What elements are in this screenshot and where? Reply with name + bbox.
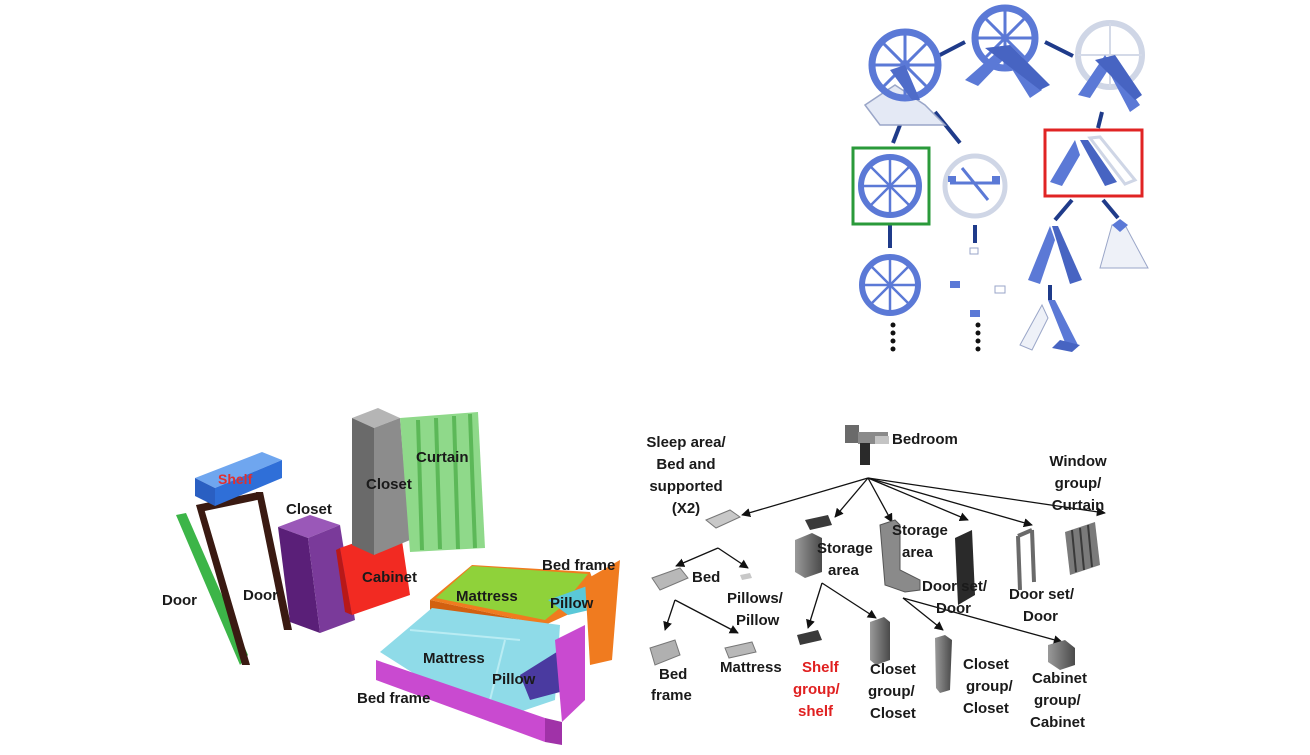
- storage-area-2-icon: [879, 519, 921, 593]
- bed-frame-icon: [649, 639, 681, 666]
- node-bed: Bed: [692, 569, 720, 586]
- node-shelf-group-line2: group/: [793, 681, 840, 698]
- cabinet-box: [336, 527, 410, 615]
- door-left-panel: [176, 513, 248, 665]
- door-frame: [196, 492, 292, 665]
- shelf-box: [195, 452, 282, 506]
- legs-level-3: [1028, 219, 1149, 284]
- continuation-dots: [890, 322, 981, 352]
- selected-group-green-box: [851, 146, 931, 226]
- ferris-wheel-legs-highlight: [1075, 20, 1145, 112]
- closet-tall-box: [352, 408, 410, 555]
- root-arrows: [663, 477, 1106, 645]
- selected-group-red-box: [1043, 128, 1144, 198]
- scene-label-bed-frame-top: Bed frame: [542, 557, 615, 574]
- ferris-wheel-hierarchy: [851, 4, 1149, 352]
- curtain-shape: [400, 412, 485, 552]
- ferris-wheel-full-2: [965, 4, 1050, 98]
- closet-group-1-icon: [870, 617, 890, 665]
- scene-label-pillow-bottom: Pillow: [492, 671, 536, 688]
- hierarchy-edges: [888, 40, 1120, 300]
- cabinet-group-icon: [1048, 640, 1075, 670]
- hierarchy-node-icons: [649, 509, 1100, 693]
- node-shelf-group-line3: shelf: [798, 703, 834, 720]
- node-bed-frame-line2: frame: [651, 687, 692, 704]
- scene-label-mattress-top: Mattress: [456, 588, 518, 605]
- door-set-2-icon: [1016, 528, 1036, 591]
- node-cabinet-group-line2: group/: [1034, 692, 1081, 709]
- scene-label-pillow-top: Pillow: [550, 595, 594, 612]
- pillows-icon: [740, 573, 752, 580]
- ferris-wheel-full-1: [863, 28, 947, 126]
- node-window-group-line1: Window: [1049, 453, 1107, 470]
- bed-icon: [651, 567, 689, 591]
- wheel-light: [942, 153, 1008, 219]
- node-door-set-2-line2: Door: [1023, 608, 1058, 625]
- node-sleep-area-line4: (X2): [672, 500, 700, 517]
- node-window-group-line2: group/: [1055, 475, 1102, 492]
- hierarchy-labels: Bedroom Sleep area/ Bed and supported (X…: [646, 431, 1107, 731]
- bedroom-hierarchy: Bedroom Sleep area/ Bed and supported (X…: [646, 425, 1107, 731]
- node-closet-group-2-line1: Closet: [963, 656, 1009, 673]
- legs-level-4: [1019, 300, 1080, 352]
- node-bed-frame-line1: Bed: [659, 666, 687, 683]
- bed-top: [430, 560, 620, 665]
- scene-label-curtain: Curtain: [416, 449, 469, 466]
- node-sleep-area-line3: supported: [649, 478, 722, 495]
- closet-group-2-icon: [935, 635, 952, 693]
- window-group-icon: [1065, 522, 1100, 575]
- wheel-level-3: [859, 254, 921, 316]
- scene-label-closet-tall: Closet: [366, 476, 412, 493]
- scene-label-mattress-bottom: Mattress: [423, 650, 485, 667]
- node-window-group-line3: Curtain: [1052, 497, 1105, 514]
- node-cabinet-group-line3: Cabinet: [1030, 714, 1085, 731]
- node-closet-group-1-line3: Closet: [870, 705, 916, 722]
- node-closet-group-2-line3: Closet: [963, 700, 1009, 717]
- node-sleep-area-line2: Bed and: [656, 456, 715, 473]
- node-storage-area-2-line2: area: [902, 544, 934, 561]
- node-closet-group-1-line2: group/: [868, 683, 915, 700]
- node-door-set-1-line1: Door set/: [922, 578, 988, 595]
- node-door-set-1-line2: Door: [936, 600, 971, 617]
- node-storage-area-1-line1: Storage: [817, 540, 873, 557]
- scene-label-closet-left: Closet: [286, 501, 332, 518]
- scene-label-door-left: Door: [162, 592, 197, 609]
- shelf-group-icon: [797, 630, 822, 645]
- door-set-1-icon: [955, 530, 975, 605]
- scene-label-bed-frame-bottom: Bed frame: [357, 690, 430, 707]
- scene-label-cabinet: Cabinet: [362, 569, 417, 586]
- storage-area-1-small-icon: [805, 515, 832, 530]
- scene-label-shelf: Shelf: [218, 471, 253, 487]
- node-shelf-group-line1: Shelf: [802, 659, 840, 676]
- node-closet-group-2-line2: group/: [966, 678, 1013, 695]
- bedroom-scene: Shelf Closet Closet Curtain Door Door Ca…: [162, 408, 620, 745]
- scene-label-door-right: Door: [243, 587, 278, 604]
- node-pillows-line2: Pillow: [736, 612, 780, 629]
- legs-part: [1050, 135, 1138, 186]
- wheel-part: [858, 154, 922, 218]
- node-mattress: Mattress: [720, 659, 782, 676]
- gondola-parts: [950, 247, 1006, 317]
- node-bedroom: Bedroom: [892, 431, 958, 448]
- mattress-icon: [724, 641, 757, 659]
- node-sleep-area-line1: Sleep area/: [646, 434, 726, 451]
- storage-area-1-icon: [795, 533, 822, 578]
- node-cabinet-group-line1: Cabinet: [1032, 670, 1087, 687]
- bed-bottom: [376, 608, 585, 745]
- node-closet-group-1-line1: Closet: [870, 661, 916, 678]
- bedroom-root-icon: [845, 425, 889, 465]
- node-pillows-line1: Pillows/: [727, 590, 784, 607]
- node-storage-area-1-line2: area: [828, 562, 860, 579]
- bed-and-supported-icon: [705, 509, 742, 529]
- node-door-set-2-line1: Door set/: [1009, 586, 1075, 603]
- node-storage-area-2-line1: Storage: [892, 522, 948, 539]
